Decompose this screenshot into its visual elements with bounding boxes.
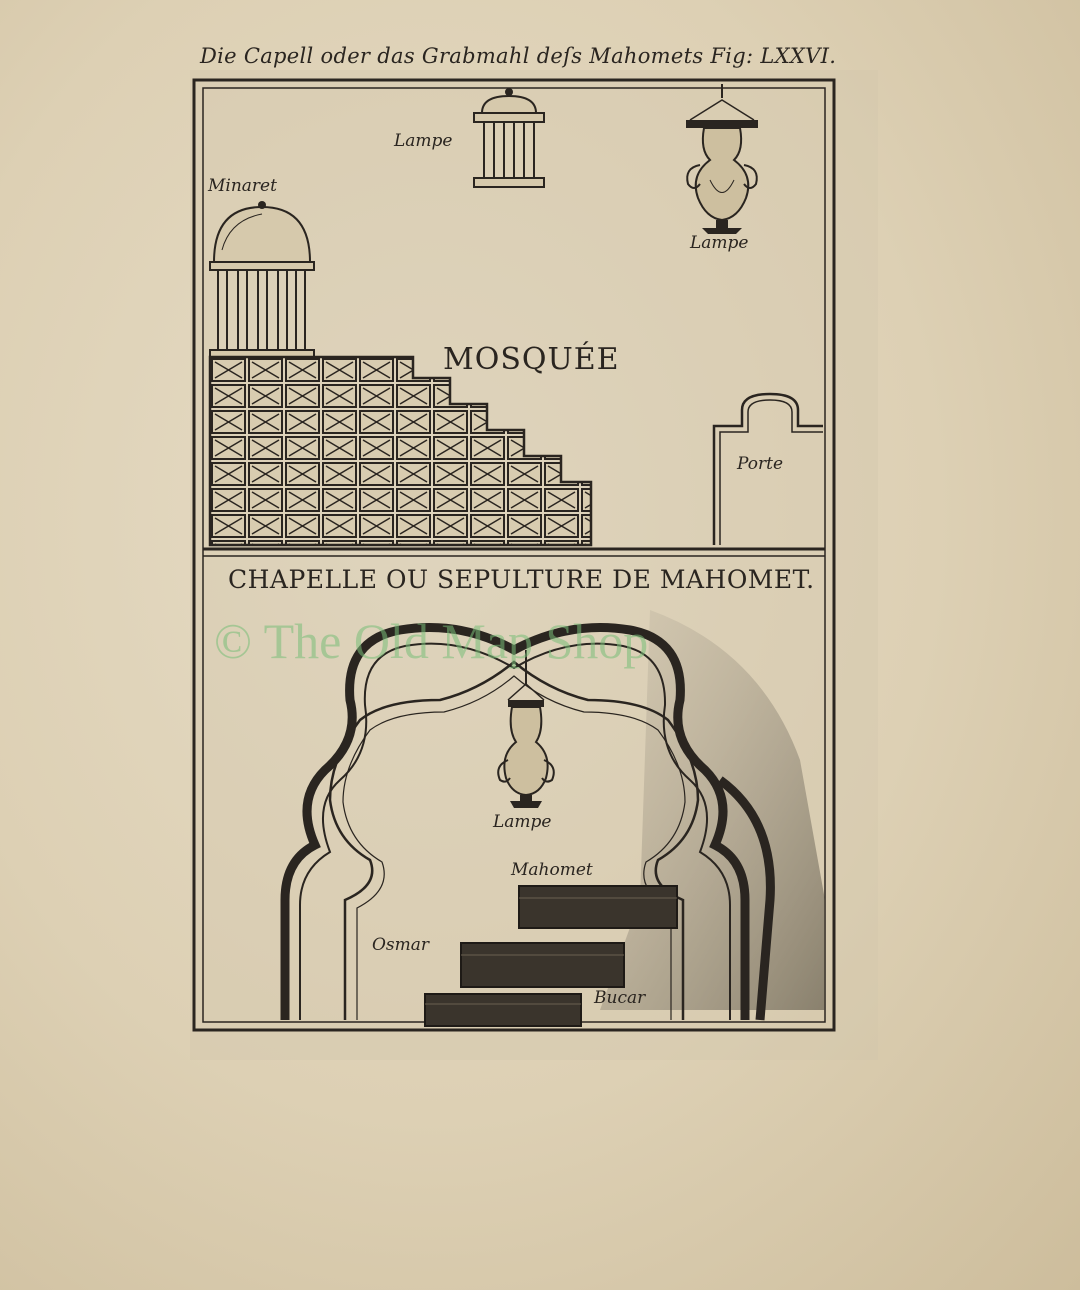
chapel-outline	[280, 623, 775, 1021]
lamp-top-label: Lampe	[394, 131, 453, 151]
minaret-drawing	[209, 201, 315, 358]
lamp-top-drawing	[473, 88, 545, 188]
minaret-label: Minaret	[208, 176, 277, 196]
tomb-mahomet-label: Mahomet	[511, 860, 593, 880]
tomb-bucar	[424, 993, 582, 1027]
lamp-right-label: Lampe	[690, 233, 749, 253]
mosque-title: MOSQUÉE	[443, 342, 620, 377]
mosque-steps	[208, 355, 593, 547]
tomb-osmar	[460, 942, 625, 988]
chapel-title: CHAPELLE OU SEPULTURE DE MAHOMET.	[228, 565, 815, 594]
door-drawing	[712, 392, 823, 545]
outer-frame	[192, 78, 836, 1032]
watermark: © The Old Map Shop	[214, 613, 649, 669]
tomb-mahomet	[518, 885, 678, 929]
tombs-drawing	[424, 885, 678, 1027]
tomb-bucar-label: Bucar	[594, 988, 646, 1008]
hanging-lamp-drawing	[497, 650, 555, 808]
lamp-right-drawing	[686, 84, 758, 234]
door-label: Porte	[737, 454, 784, 474]
hanging-lamp-label: Lampe	[493, 812, 552, 832]
page-header: Die Capell oder das Grabmahl deſs Mahome…	[200, 44, 837, 68]
tomb-osmar-label: Osmar	[372, 935, 430, 955]
chapel-shading	[600, 610, 825, 1010]
